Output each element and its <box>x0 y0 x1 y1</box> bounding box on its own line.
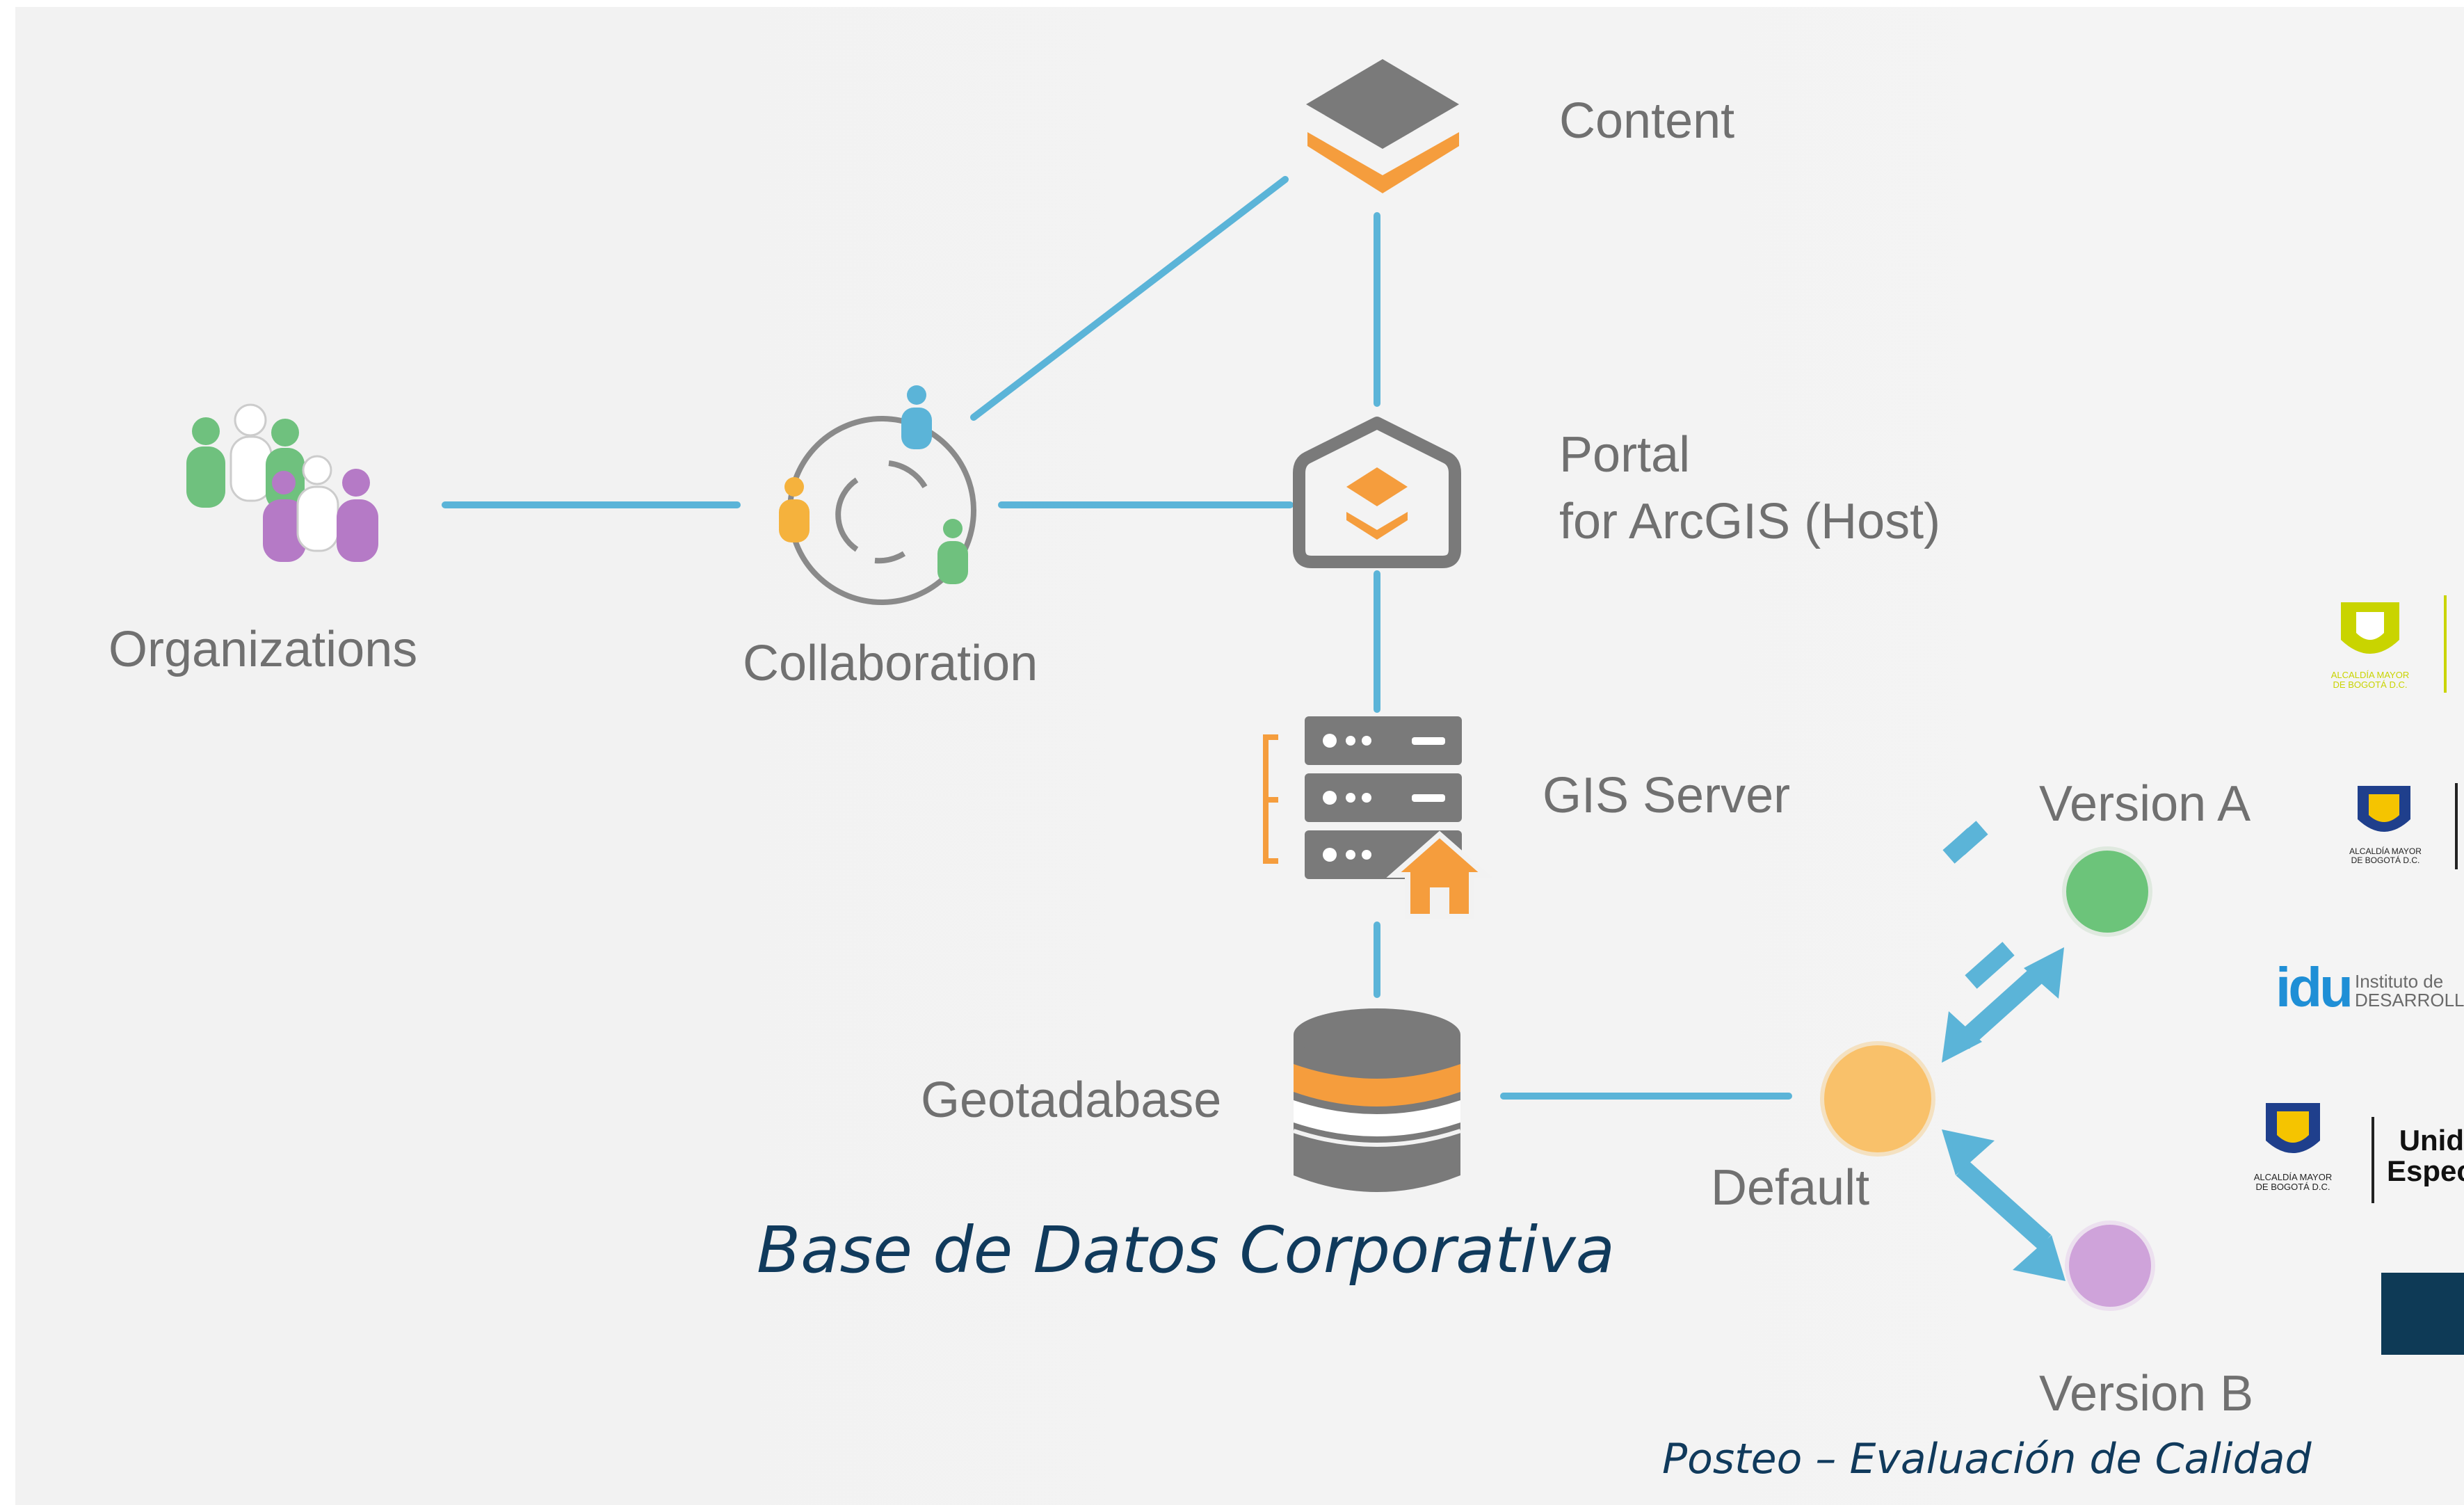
alcaldia-logo-2 <box>2358 783 2458 869</box>
content-label: Content <box>1559 93 1735 149</box>
database-icon <box>1293 1008 1461 1192</box>
arrow-default-version-b <box>1942 1129 2066 1281</box>
alcaldia-logo-3-text: ALCALDÍA MAYOR DE BOGOTÁ D.C. <box>2244 1173 2342 1191</box>
organizations-label: Organizations <box>108 622 418 677</box>
geodatabase-label: Geotadabase <box>921 1072 1222 1128</box>
logos-column <box>2266 595 2464 1355</box>
portal-label-line1: Portal <box>1559 427 1691 483</box>
alcaldia-logo-3-line1: ALCALDÍA MAYOR <box>2253 1172 2333 1182</box>
portal-label-line2: for ArcGIS (Host) <box>1559 494 1941 549</box>
connectors <box>442 176 1792 1100</box>
home-icon <box>1386 830 1493 919</box>
version-arrows <box>1942 821 2066 1281</box>
alcaldia-logo-1-line1: ALCALDÍA MAYOR <box>2330 670 2410 680</box>
alcaldia-logo-3-side-text: Unid Especia <box>2387 1125 2464 1186</box>
alcaldia-logo-3-line2: DE BOGOTÁ D.C. <box>2255 1181 2330 1192</box>
version-a-label: Version A <box>2039 776 2251 832</box>
people-group-icon <box>186 403 378 562</box>
idu-logo-text: Instituto de DESARROLLO <box>2355 972 2464 1011</box>
version-b-node <box>2065 1221 2155 1311</box>
footer-caption: Posteo – Evaluación de Calidad <box>1662 1435 2312 1483</box>
alcaldia-logo-3-side-line1: Unid <box>2399 1125 2464 1157</box>
main-caption: Base de Datos Corporativa <box>757 1213 1615 1287</box>
gis-server-label: GIS Server <box>1543 768 1791 823</box>
alcaldia-logo-1-text: ALCALDÍA MAYOR DE BOGOTÁ D.C. <box>2320 670 2420 689</box>
default-node <box>1820 1041 1935 1157</box>
navy-logo-block <box>2381 1273 2464 1355</box>
alcaldia-logo-2-line1: ALCALDÍA MAYOR <box>2349 846 2422 856</box>
idu-logo-line1: Instituto de <box>2355 971 2444 992</box>
server-icon <box>1263 716 1493 919</box>
version-b-label: Version B <box>2039 1366 2254 1422</box>
idu-logo-line2: DESARROLLO <box>2355 990 2464 1011</box>
portal-icon <box>1293 417 1461 568</box>
alcaldia-logo-1 <box>2341 595 2447 693</box>
connector-collaboration-content <box>970 176 1289 421</box>
alcaldia-logo-2-line2: DE BOGOTÁ D.C. <box>2351 855 2420 865</box>
arrow-default-version-a <box>1942 821 2064 1063</box>
collaboration-label: Collaboration <box>743 636 1038 691</box>
alcaldia-logo-3 <box>2266 1103 2374 1203</box>
layers-icon <box>1306 59 1459 193</box>
default-label: Default <box>1711 1160 1870 1216</box>
alcaldia-logo-1-line2: DE BOGOTÁ D.C. <box>2333 679 2408 690</box>
alcaldia-logo-2-text: ALCALDÍA MAYOR DE BOGOTÁ D.C. <box>2337 847 2434 864</box>
version-a-node <box>2062 846 2152 937</box>
alcaldia-logo-3-side-line2: Especia <box>2387 1154 2464 1187</box>
collaboration-icon <box>779 385 976 605</box>
idu-logo-mark: idu <box>2276 956 2353 1018</box>
